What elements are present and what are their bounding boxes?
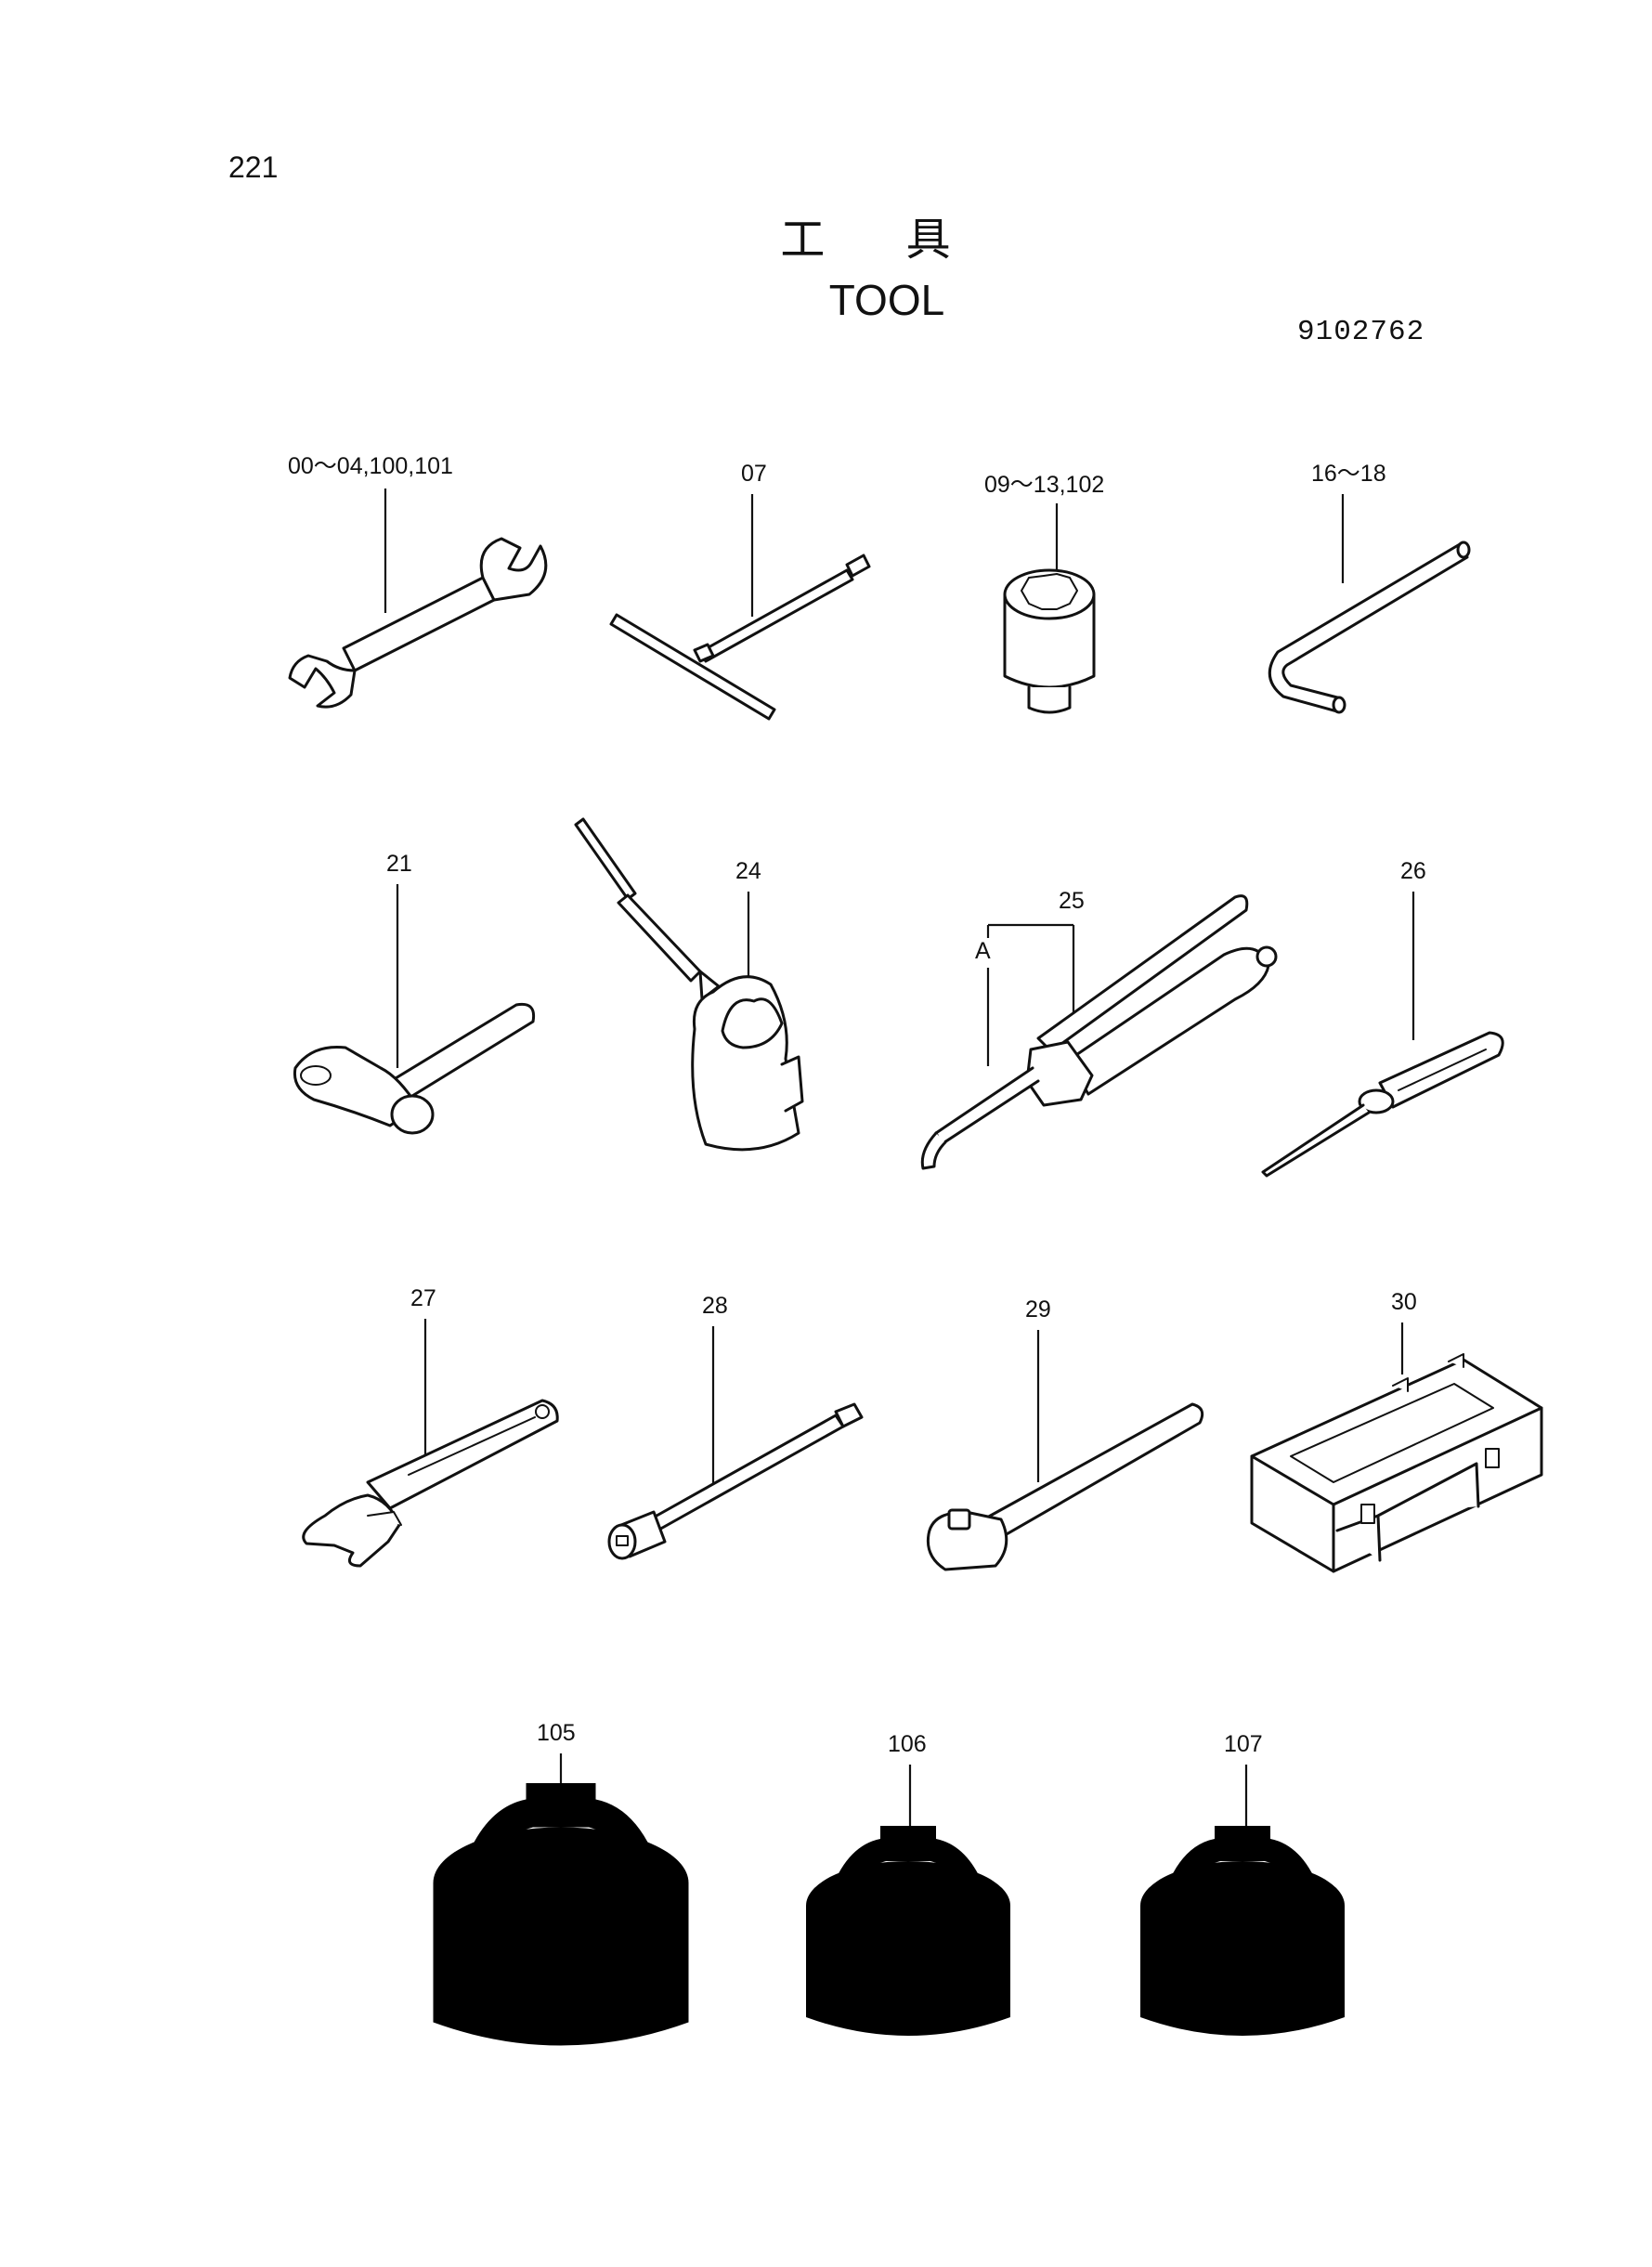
document-number: 9102762 [1297, 316, 1425, 348]
tool-label: 25 [1059, 888, 1085, 914]
tool-label: 21 [386, 851, 412, 877]
tool-label: 07 [741, 461, 767, 487]
filter-wrench-icon [1140, 1826, 1345, 2050]
tool-oil-can: 24 [574, 817, 804, 1152]
tool-filter-wrench-107: 107 [1140, 1731, 1345, 2050]
filter-wrench-icon [806, 1826, 1010, 2050]
tool-hex-key: 16～18 [1268, 461, 1471, 714]
tool-spanner: 00～04,100,101 [288, 453, 548, 709]
tool-label: 00～04,100,101 [288, 453, 453, 479]
tool-filter-wrench-105: 105 [433, 1720, 689, 2064]
tool-label: 105 [537, 1720, 576, 1746]
title-japanese: 工 具 [780, 214, 984, 266]
tool-label: 30 [1391, 1289, 1417, 1315]
tool-filter-wrench-106: 106 [806, 1731, 1010, 2050]
hammer-icon [293, 1002, 536, 1135]
tool-t-handle: 07 [609, 461, 871, 721]
tool-grease-gun: 25 A [920, 888, 1278, 1170]
t-handle-wrench-icon [609, 554, 871, 721]
tool-label: 29 [1025, 1296, 1051, 1322]
tool-label: 28 [702, 1293, 728, 1319]
tool-screwdriver: 26 [1261, 858, 1504, 1178]
socket-icon [1003, 568, 1096, 714]
page-number: 221 [228, 150, 279, 184]
tool-adjustable-wrench: 27 [302, 1285, 559, 1568]
screwdriver-icon [1261, 1031, 1504, 1178]
tool-label: 27 [410, 1285, 436, 1311]
tool-ratchet: 29 [926, 1296, 1204, 1571]
tool-extension-bar: 28 [607, 1293, 864, 1560]
tool-label: 106 [888, 1731, 927, 1757]
adjustable-wrench-icon [302, 1399, 559, 1568]
oil-can-icon [574, 817, 804, 1152]
tool-hammer: 21 [293, 851, 536, 1135]
tool-label: 09～13,102 [984, 472, 1104, 498]
tool-tool-box: 30 [1250, 1289, 1543, 1573]
tool-label: 26 [1400, 858, 1426, 884]
tool-sub-label: A [975, 938, 991, 964]
tool-socket: 09～13,102 [984, 472, 1104, 714]
grease-gun-icon [920, 894, 1278, 1170]
open-end-wrench-icon [288, 537, 548, 709]
extension-bar-icon [607, 1402, 864, 1560]
filter-wrench-icon [433, 1783, 689, 2064]
tool-box-icon [1250, 1353, 1543, 1573]
hex-key-icon [1268, 541, 1471, 714]
ratchet-handle-icon [926, 1402, 1204, 1571]
tool-label: 16～18 [1311, 461, 1386, 487]
tool-label: 107 [1224, 1731, 1263, 1757]
page-title: TOOL [828, 276, 945, 324]
tool-label: 24 [735, 858, 761, 884]
